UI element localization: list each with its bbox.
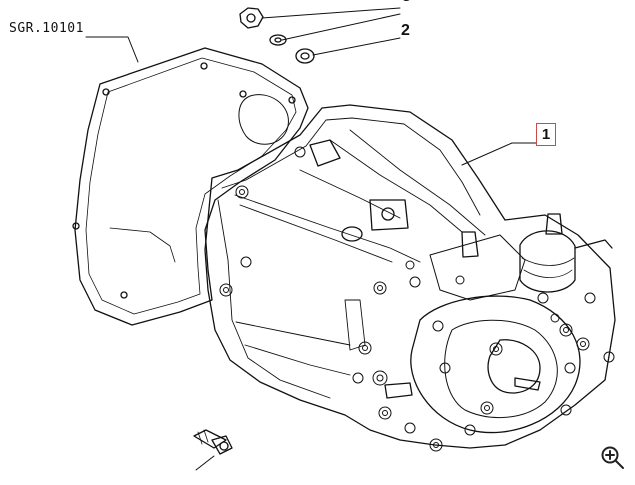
zoom-in-icon[interactable] — [601, 446, 624, 469]
callout-2: 2 — [401, 22, 410, 39]
leader-lines — [85, 7, 537, 471]
gearbox-housing — [204, 104, 616, 449]
loose-bolt — [193, 429, 233, 455]
zoom-button[interactable] — [600, 445, 626, 471]
diagram-code-label: SGR.10101 — [9, 21, 84, 36]
callout-1[interactable]: 1 — [536, 123, 556, 146]
gasket-plate — [72, 47, 309, 326]
housing-bolts — [219, 146, 615, 452]
callout-3: 3 — [402, 0, 411, 6]
top-fasteners — [239, 7, 315, 64]
